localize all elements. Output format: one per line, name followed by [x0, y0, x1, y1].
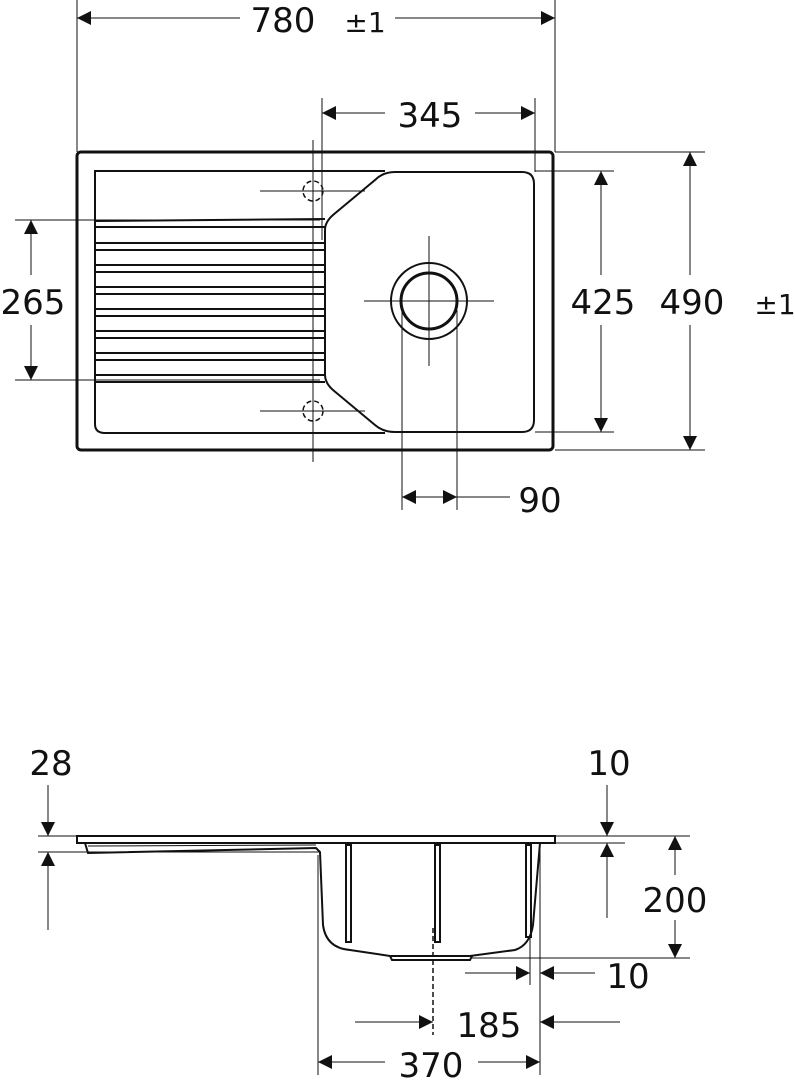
top-view: 780 ±1 345 — [1, 0, 795, 521]
width-tolerance-label: ±1 — [344, 6, 385, 39]
bowl-width-label: 370 — [399, 1046, 464, 1080]
height-tolerance-label: ±1 — [754, 288, 795, 321]
drain-center-dimension: 185 — [355, 1006, 620, 1046]
wall-dim-label: 10 — [606, 957, 649, 997]
lip-dimension: 10 — [587, 744, 631, 918]
wall-dimension: 10 — [465, 957, 650, 997]
depth-dimension: 200 — [643, 836, 708, 958]
depth-dim-label: 200 — [643, 881, 708, 921]
bowl-rib — [525, 844, 532, 938]
bowl-width-dimension: 370 — [318, 1046, 540, 1080]
side-view: 28 10 200 10 185 370 — [29, 744, 707, 1080]
drain-center-label: 185 — [457, 1006, 522, 1046]
width-dimension: 780 ±1 — [77, 1, 555, 41]
bowl-height-label: 425 — [571, 283, 636, 323]
drainer-ribs-label: 265 — [1, 283, 66, 323]
rim-thickness-dimension: 28 — [29, 744, 73, 930]
drainer-ribs — [95, 218, 326, 383]
drain-dim-label: 90 — [518, 481, 561, 521]
bowl-rib — [434, 844, 441, 943]
drain-dimension: 90 — [402, 481, 562, 521]
drainer-outline — [93, 170, 385, 434]
sink-outer-edge — [75, 150, 555, 452]
bowl-height-dimension: 425 — [571, 171, 636, 432]
bowl-profile — [84, 842, 541, 957]
bowl-rib — [345, 844, 352, 943]
lip-dim-label: 10 — [587, 744, 630, 784]
drainer-ribs-dimension: 265 — [1, 220, 66, 380]
height-dimension: 490 ±1 — [660, 152, 795, 450]
bowl-outline — [324, 171, 535, 433]
bowl-offset-dimension: 345 — [322, 96, 535, 136]
sink-rim — [76, 835, 556, 844]
rim-thickness-label: 28 — [29, 744, 72, 784]
height-dim-label: 490 — [660, 283, 725, 323]
bowl-offset-label: 345 — [398, 96, 463, 136]
width-dim-label: 780 — [251, 1, 316, 41]
